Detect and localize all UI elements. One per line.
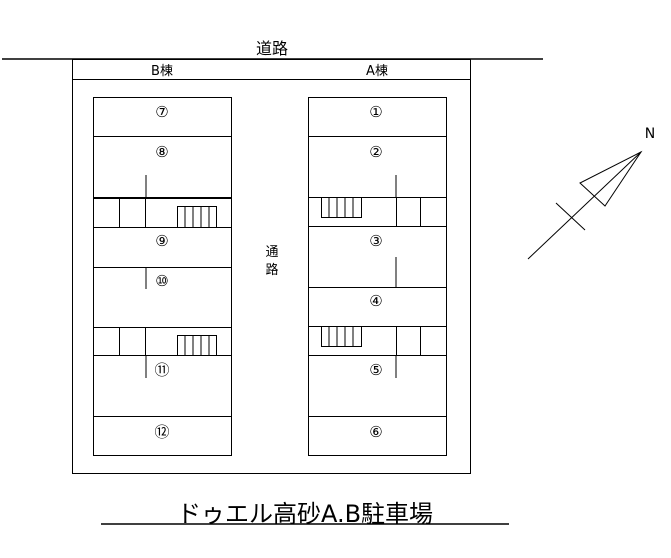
space-7-number: ⑦ (155, 103, 168, 121)
space-10-number: ⑩ (155, 272, 168, 290)
space-4-number: ④ (369, 292, 382, 310)
lot-boundary (72, 59, 471, 474)
utility-strip-b2 (93, 327, 232, 356)
utility-strip-b1 (93, 198, 232, 228)
aisle-label-char-1: 通 (265, 245, 278, 260)
space-6 (308, 416, 447, 456)
space-12-number: ⑫ (154, 423, 169, 441)
space-8 (93, 136, 232, 198)
space-6-number: ⑥ (369, 423, 382, 441)
bicycle-rack-a2 (321, 326, 362, 347)
compass-north-label: N (645, 126, 655, 142)
space-3-number: ③ (369, 232, 382, 250)
aisle-label-char-2: 路 (265, 262, 278, 278)
space-1-number: ① (369, 103, 382, 121)
building-b-label: B棟 (151, 64, 173, 79)
b-column (93, 97, 232, 456)
space-5-number: ⑤ (369, 361, 382, 379)
bicycle-rack-b2 (177, 335, 217, 356)
space-2-number: ② (369, 143, 382, 161)
space-12 (93, 416, 232, 456)
compass-icon (527, 150, 643, 260)
space-11-number: ⑪ (154, 361, 169, 379)
diagram-title: ドゥエル高砂A.B駐車場 (176, 500, 434, 528)
road-label: 道路 (256, 39, 288, 58)
a-column (308, 97, 447, 456)
building-a-label: A棟 (366, 64, 388, 79)
space-9-number: ⑨ (155, 232, 168, 250)
space-8-number: ⑧ (155, 143, 168, 161)
bicycle-rack-b1 (177, 206, 217, 228)
bicycle-rack-a1 (321, 197, 362, 218)
